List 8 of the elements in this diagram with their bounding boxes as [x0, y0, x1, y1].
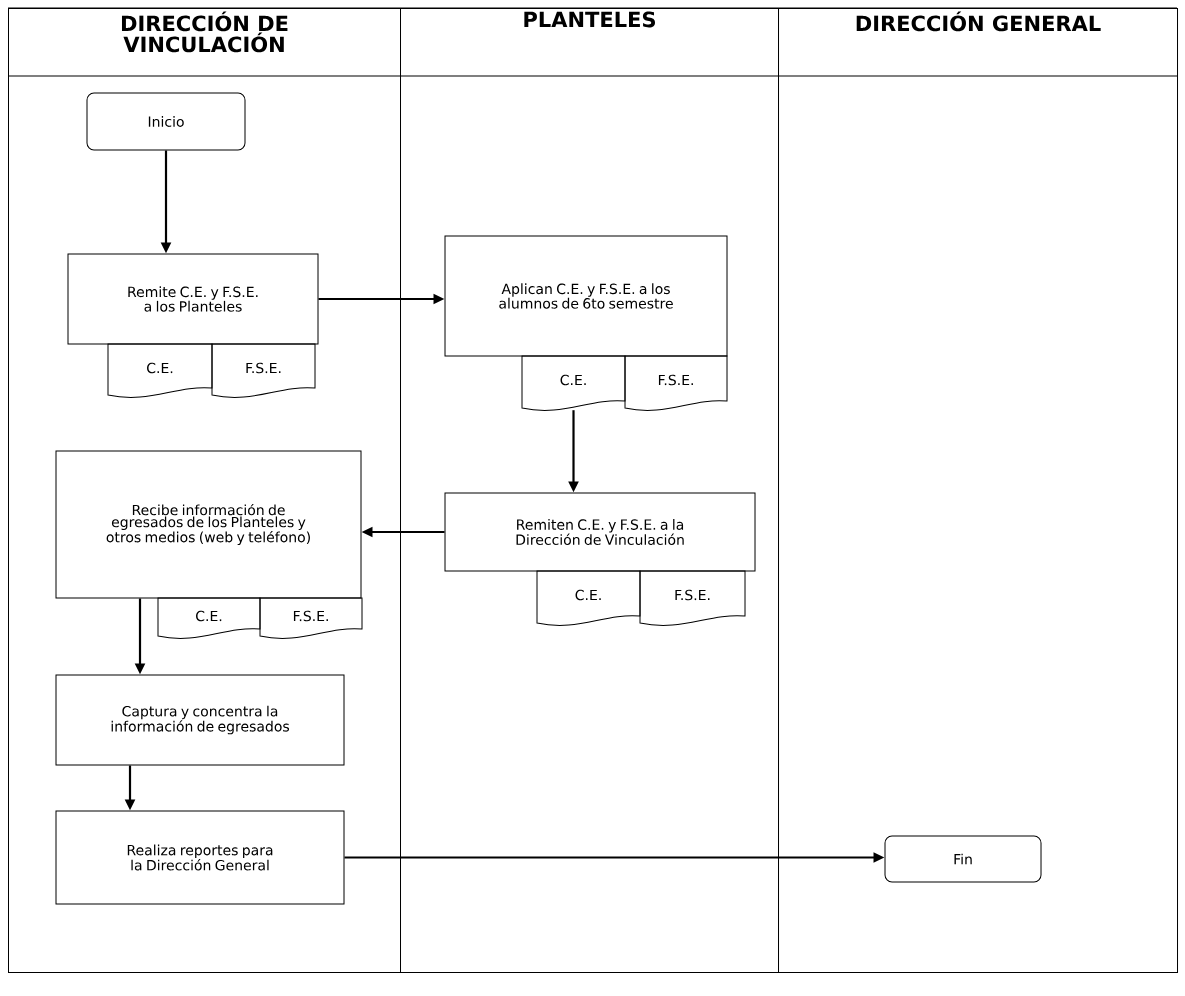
terminal-box: Inicio	[86, 92, 246, 151]
process-box: Realiza reportes para la Dirección General	[55, 810, 345, 905]
process-box: Recibe información de egresados de los Planteles y otros medios (web y teléfono)	[55, 450, 362, 599]
process-box: Remite C.E. y F.S.E. a los Planteles	[67, 253, 319, 345]
process-box: Remiten C.E. y F.S.E. a la Dirección de Vinculación	[444, 492, 756, 572]
process-box: Captura y concentra la información de egresados	[55, 674, 345, 766]
terminal-box: Fin	[884, 835, 1042, 883]
process-box: Aplican C.E. y F.S.E. a los alumnos de 6to semestre	[444, 235, 728, 357]
